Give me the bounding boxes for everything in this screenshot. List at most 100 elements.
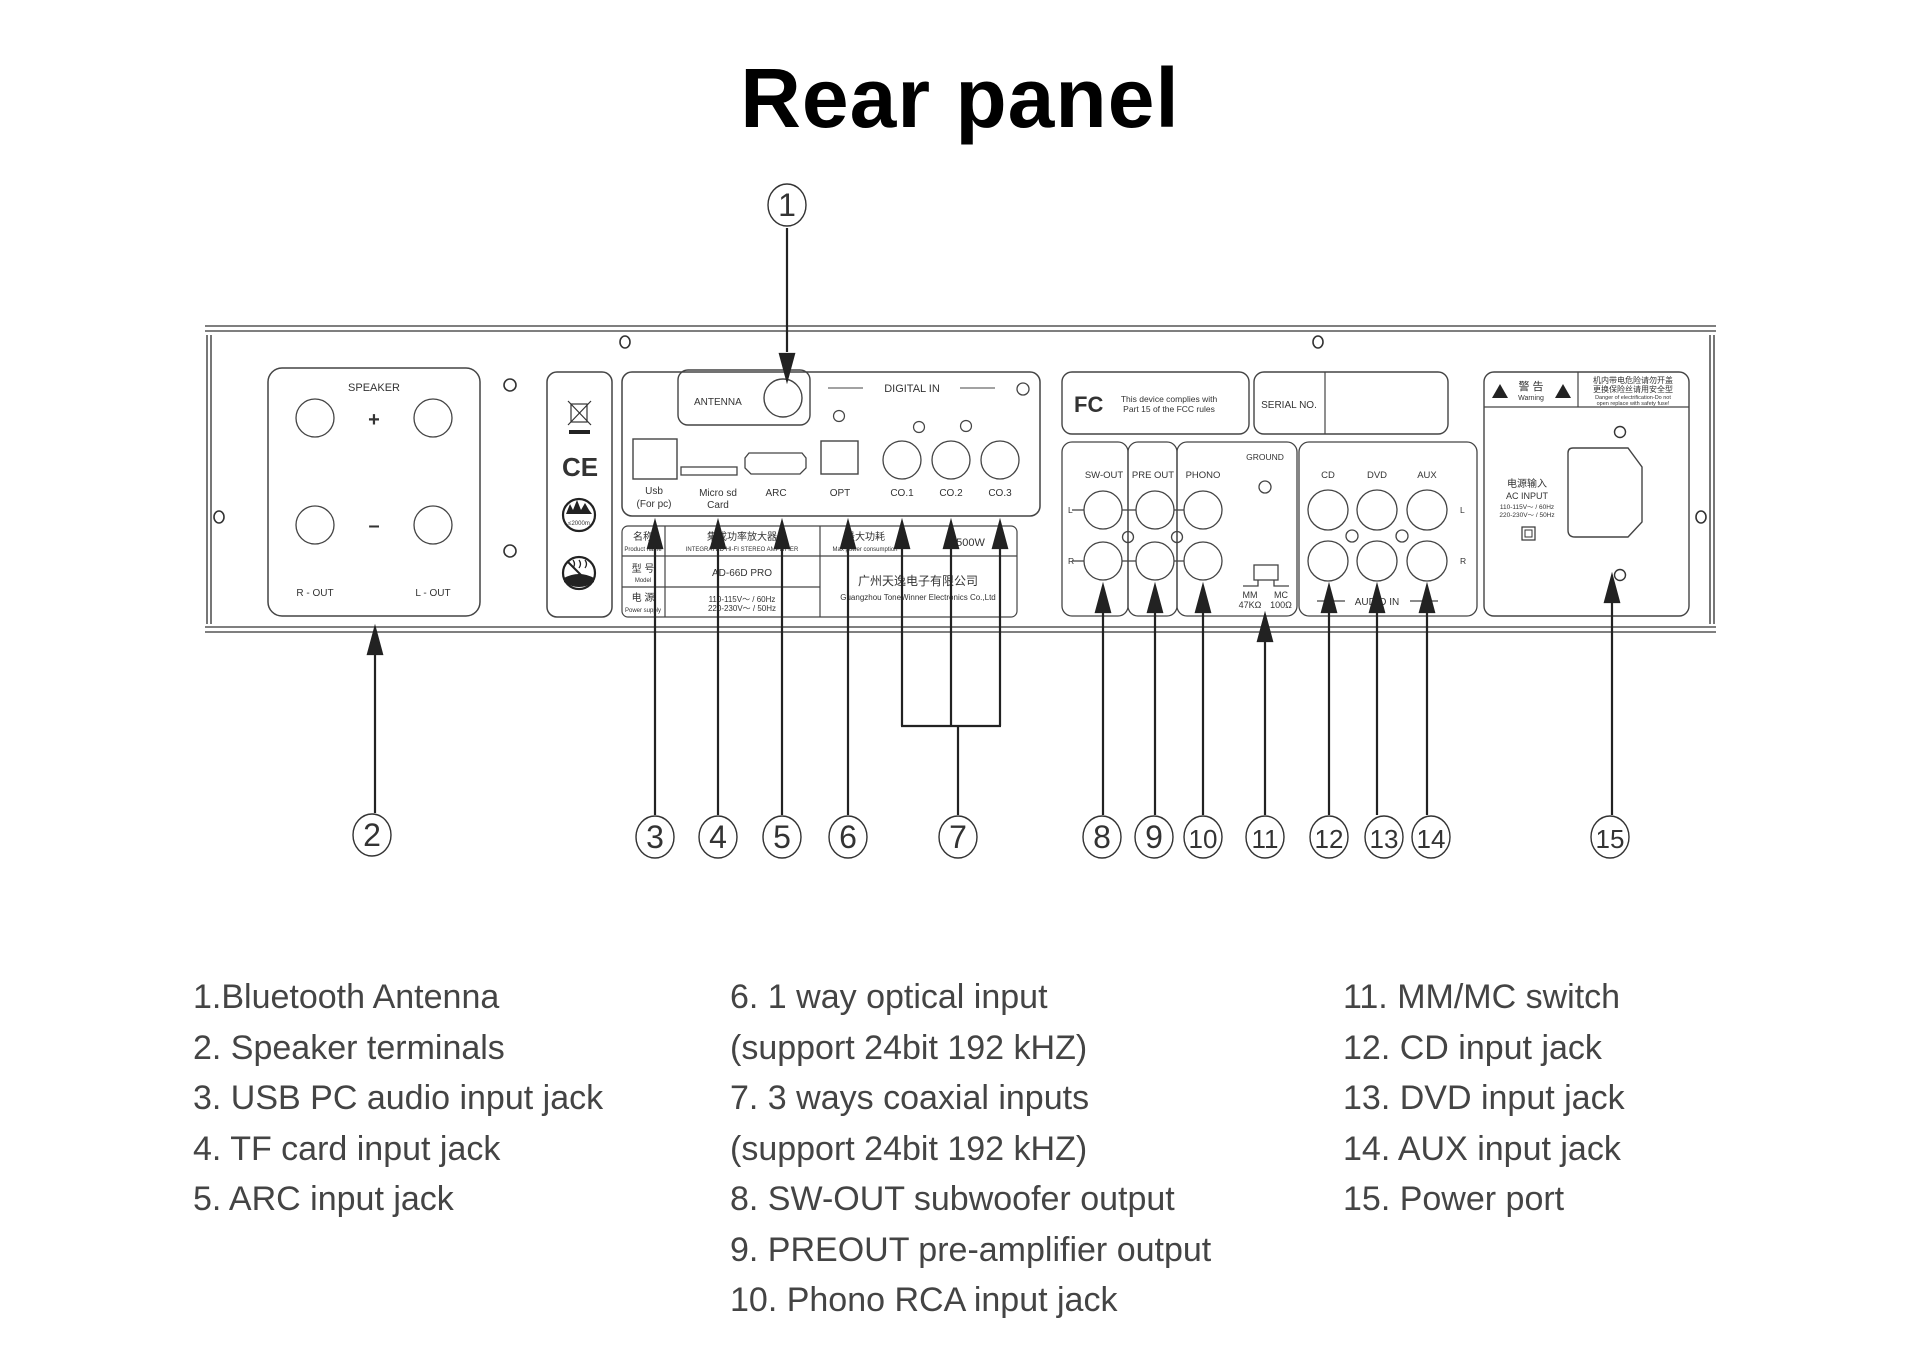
callout-bubble: 14 [1411, 815, 1451, 859]
audio-left-label: L [1460, 505, 1465, 515]
supply-value-2: 220-230V～ / 50Hz [708, 604, 776, 613]
legend-column-2: 6. 1 way optical input (support 24bit 19… [730, 972, 1211, 1326]
legend-item: 10. Phono RCA input jack [730, 1281, 1118, 1319]
legend-item: 11. MM/MC switch [1343, 978, 1621, 1016]
mm-label: MM [1243, 590, 1258, 600]
dvd-left-jack [1356, 489, 1398, 531]
supply-en: Power supply [625, 608, 661, 614]
coaxial-port-1 [882, 440, 922, 480]
serial-number-label: SERIAL NO. [1253, 371, 1449, 435]
no-tropical-climate-icon [561, 555, 597, 591]
ground-label: GROUND [1246, 452, 1284, 462]
co1-label: CO.1 [890, 488, 914, 499]
legend-item: 5. ARC input jack [193, 1180, 454, 1218]
mounting-hole [1695, 510, 1707, 524]
ac-input-v1: 110-115V～ / 60Hz [1500, 504, 1554, 511]
l-out-label: L - OUT [415, 588, 450, 599]
product-name-cn: 名称 [633, 530, 653, 543]
legend-column-1: 1.Bluetooth Antenna 2. Speaker terminals… [193, 972, 603, 1225]
mounting-hole [1613, 425, 1627, 439]
microsd-label-sub: Card [707, 500, 729, 511]
legend-item: 13. DVD input jack [1343, 1079, 1625, 1117]
arrowhead [646, 517, 664, 550]
microsd-slot [680, 466, 738, 476]
max-power-cn: 最大功耗 [845, 530, 885, 543]
callout-circle [1134, 815, 1174, 859]
warning-text-en-2: open replace with safety fuse! [1597, 401, 1670, 407]
callout-number: 8 [1093, 819, 1111, 855]
sw-out-right-jack [1083, 541, 1123, 581]
arrowhead [1368, 581, 1386, 614]
arrowhead [1094, 581, 1112, 614]
mounting-hole [1312, 335, 1324, 349]
mounting-hole [213, 510, 225, 524]
callout-number: 3 [646, 819, 664, 855]
max-power-en: Max power consumption [832, 547, 897, 553]
callout-circle [1411, 815, 1451, 859]
warning-text-en-1: Danger of electrification-Do not [1595, 395, 1671, 401]
double-insulation-icon [1521, 526, 1536, 541]
legend-item: (support 24bit 192 kHZ) [730, 1028, 1088, 1067]
fcc-line-2: Part 15 of the FCC rules [1123, 404, 1215, 414]
callout-circle [767, 183, 807, 227]
callout-bubble: 2 [352, 813, 392, 857]
callout-number: 2 [363, 817, 381, 853]
speaker-terminals-block: SPEAKER + – R - OUT L - OUT [267, 367, 481, 617]
callout-bubble: 8 [1082, 815, 1122, 859]
callout-number: 4 [709, 819, 727, 855]
legend-item: 14. AUX input jack [1343, 1129, 1621, 1168]
model-en: Model [635, 578, 651, 584]
callout-circle [1309, 815, 1349, 859]
callout-circle [635, 815, 675, 859]
opt-label: OPT [830, 488, 851, 499]
mounting-hole [1016, 382, 1030, 396]
legend-item: 12. CD input jack [1343, 1028, 1602, 1067]
cd-left-jack [1307, 489, 1349, 531]
altitude-2000m-icon: ≤2000m [561, 497, 597, 533]
callout-number: 6 [839, 819, 857, 855]
dvd-right-jack [1356, 540, 1398, 582]
callout-leaders [366, 228, 1621, 815]
aux-right-jack [1406, 540, 1448, 582]
audio-input-block [1298, 441, 1478, 617]
legend-item: 3. USB PC audio input jack [193, 1079, 604, 1117]
callout-circle [938, 815, 978, 859]
arrowhead [778, 352, 796, 385]
phono-label: PHONO [1186, 470, 1221, 481]
legend-column-3: 11. MM/MC switch 12. CD input jack 13. D… [1343, 972, 1625, 1225]
callout-number: 14 [1417, 824, 1446, 854]
legend-item: 2. Speaker terminals [193, 1028, 505, 1067]
speaker-terminal-l-plus [413, 398, 453, 438]
callout-bubble: 3 [635, 815, 675, 859]
plus-sign: + [368, 409, 380, 431]
warning-text-cn-2: 更换保险丝请用安全型 [1593, 384, 1673, 394]
warning-text-cn-1: 机内带电危险请勿开盖 [1593, 375, 1673, 385]
arrowhead [1146, 581, 1164, 614]
mounting-hole [503, 544, 517, 558]
product-name-value-cn: 集成功率放大器 [707, 530, 777, 543]
arrowhead [709, 517, 727, 550]
power-block: 警 告 Warning 机内带电危险请勿开盖 更换保险丝请用安全型 Danger… [1483, 371, 1690, 617]
speaker-label: SPEAKER [348, 382, 400, 394]
dvd-label: DVD [1367, 470, 1387, 481]
callout-bubble: 4 [698, 815, 738, 859]
mounting-hole [912, 420, 926, 434]
company-cn: 广州天逸电子有限公司 [858, 574, 978, 588]
weee-bin-icon [567, 400, 592, 434]
model-value: AD-66D PRO [712, 568, 772, 579]
callout-circle [1082, 815, 1122, 859]
audio-input-labels: CD DVD AUX L R AUDIO IN [1321, 470, 1466, 608]
usb-label: Usb [645, 486, 663, 497]
iec-power-socket [1567, 447, 1643, 538]
pre-out-right-jack [1135, 541, 1175, 581]
ce-mark-icon: CE [562, 452, 598, 482]
mounting-hole [832, 409, 846, 423]
arrowhead [942, 517, 960, 550]
callout-number: 13 [1370, 824, 1399, 854]
coaxial-port-3 [980, 440, 1020, 480]
analog-output-labels: SW-OUT PRE OUT PHONO GROUND L R MM MC 47… [1068, 452, 1292, 610]
arrowhead [893, 517, 911, 550]
warning-title-cn: 警 告 [1518, 379, 1543, 393]
callout-bubble: 11 [1245, 815, 1285, 859]
